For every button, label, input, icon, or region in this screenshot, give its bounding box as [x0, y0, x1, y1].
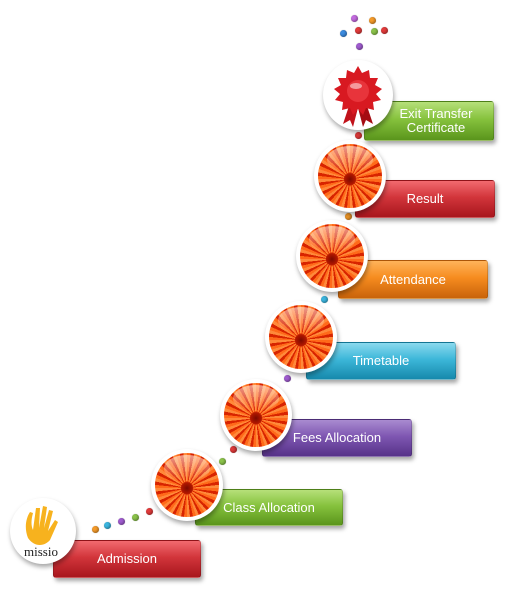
step-admission: Admission: [53, 540, 201, 578]
step-attendance: Attendance: [338, 260, 488, 299]
step-label: Result: [406, 191, 444, 206]
bead-icon: [104, 522, 111, 529]
step-label: Class Allocation: [223, 499, 315, 515]
bead-icon: [340, 30, 347, 37]
hand-logo-icon: missio: [10, 498, 76, 564]
step-label: Exit Transfer Certificate: [399, 106, 473, 135]
step-result: Result: [355, 180, 495, 218]
bead-icon: [356, 43, 363, 50]
bead-icon: [284, 375, 291, 382]
bead-icon: [355, 132, 362, 139]
bead-icon: [351, 15, 358, 22]
hand-icon: [25, 506, 58, 545]
bead-icon: [146, 508, 153, 515]
step-label: Timetable: [352, 353, 410, 368]
flower-icon: [265, 301, 337, 373]
bead-icon: [381, 27, 388, 34]
bead-icon: [132, 514, 139, 521]
step-class-allocation: Class Allocation: [195, 489, 343, 526]
step-label: Admission: [97, 551, 157, 566]
flower-icon: [296, 220, 368, 292]
bead-icon: [118, 518, 125, 525]
flower-icon: [220, 379, 292, 451]
bead-icon: [219, 458, 226, 465]
bead-icon: [371, 28, 378, 35]
award-ribbon-icon: [323, 60, 393, 130]
bead-icon: [230, 446, 237, 453]
bead-icon: [321, 296, 328, 303]
flower-icon: [314, 140, 386, 212]
bead-icon: [92, 526, 99, 533]
logo-text: missio: [24, 544, 58, 559]
bead-icon: [355, 27, 362, 34]
bead-icon: [369, 17, 376, 24]
bead-icon: [345, 213, 352, 220]
step-label: Fees Allocation: [292, 430, 382, 445]
flower-icon: [151, 449, 223, 521]
step-label: Attendance: [380, 271, 446, 287]
step-timetable: Timetable: [306, 342, 456, 380]
